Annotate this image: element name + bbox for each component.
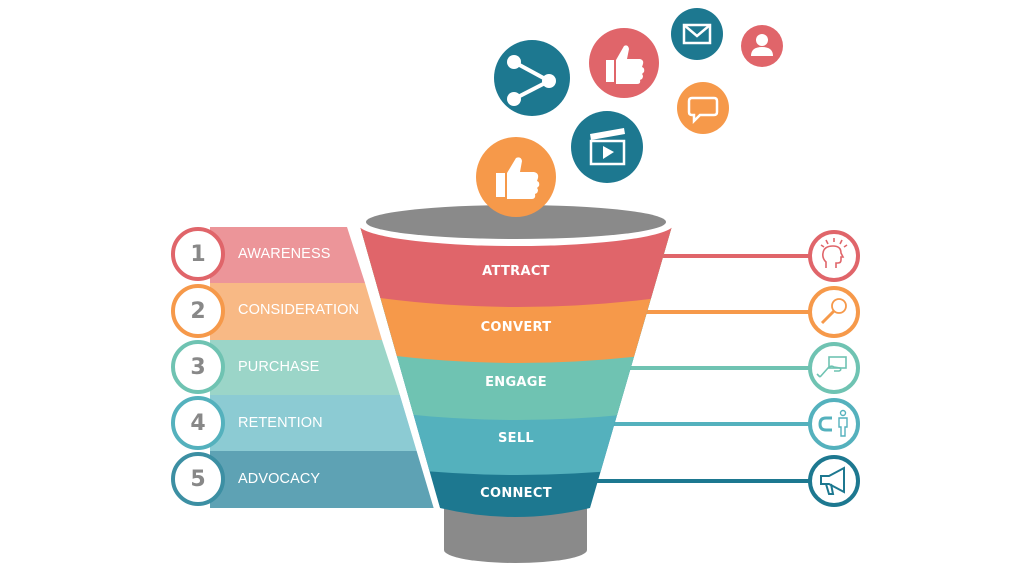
customer-journey-bars [210,227,434,508]
step-label-advocacy: ADVOCACY [238,471,321,487]
step-number-1: 1 [171,227,225,281]
megaphone-icon [808,455,860,507]
step-number-5: 5 [171,452,225,506]
idea-head-icon [808,230,860,282]
stage-label-connect: CONNECT [480,486,552,501]
connector-lines [595,254,810,483]
thumbs-up-icon [589,28,659,98]
funnel-opening [366,205,666,239]
bar-awareness [210,227,365,283]
step-number-3: 3 [171,340,225,394]
mail-icon [671,8,723,60]
bar-purchase [210,340,400,395]
bar-consideration [210,283,382,340]
user-icon [741,25,783,67]
hand-card-icon [808,342,860,394]
chat-bubble-icon [677,82,729,134]
step-label-consideration: CONSIDERATION [238,302,360,318]
stage-label-engage: ENGAGE [485,375,547,390]
thumbs-up-icon [476,137,556,217]
step-number-4: 4 [171,396,225,450]
step-label-purchase: PURCHASE [238,359,320,375]
stage-label-attract: ATTRACT [482,264,550,279]
share-icon [494,40,570,116]
funnel-bands [360,226,672,517]
step-number-2: 2 [171,284,225,338]
video-clapper-icon [571,111,643,183]
magnifier-icon [808,286,860,338]
bar-advocacy [210,451,434,508]
step-label-awareness: AWARENESS [238,246,331,262]
stage-label-sell: SELL [497,431,534,446]
stage-label-convert: CONVERT [480,320,552,335]
magnet-person-icon [808,398,860,450]
bar-retention [210,395,417,451]
step-label-retention: RETENTION [238,415,323,431]
